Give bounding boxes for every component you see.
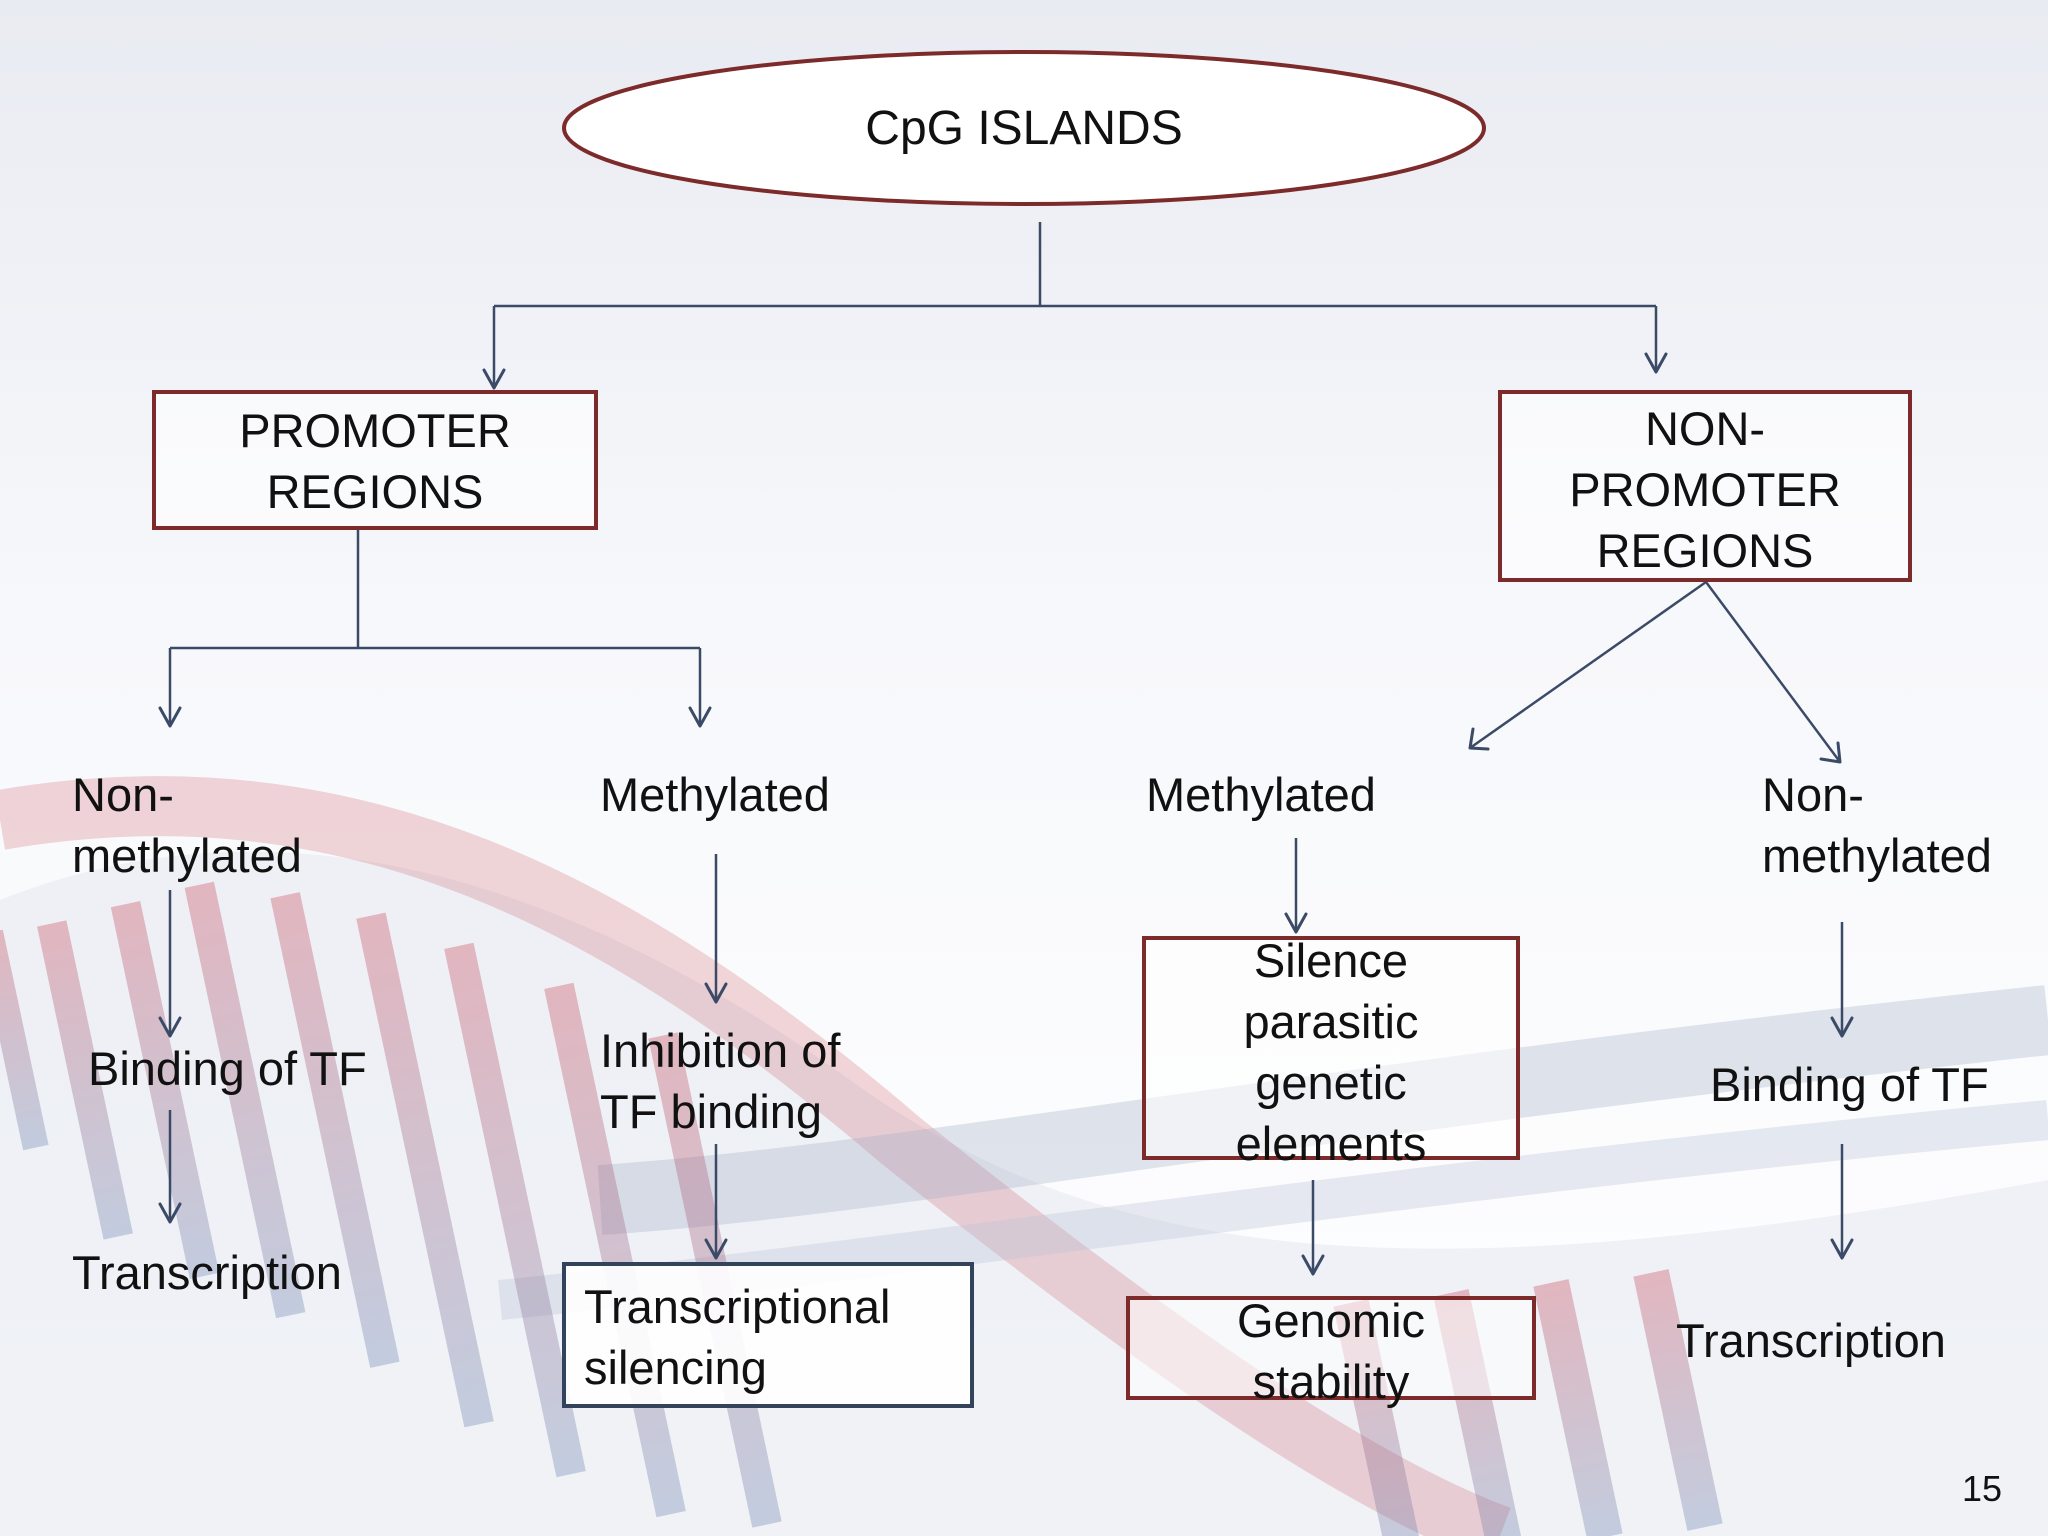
silence-parasitic-text: Silence parasitic genetic elements: [1142, 930, 1520, 1174]
transcriptional-silencing-text: Transcriptional silencing: [584, 1276, 891, 1398]
silencing-line1: Transcriptional: [584, 1280, 891, 1333]
non-promoter-title-line1: NON-: [1644, 402, 1766, 455]
genomic-line2: stability: [1252, 1355, 1410, 1408]
right-non-methylated-label: Non- methylated: [1762, 764, 1992, 886]
arrowhead-left-m-2: [704, 982, 728, 1004]
silence-line3: genetic: [1255, 1056, 1407, 1109]
non-promoter-regions-title: NON- PROMOTER REGIONS: [1498, 398, 1912, 581]
left-nm-line1: Non-: [72, 768, 174, 821]
arrowhead-right-m-3: [1301, 1254, 1325, 1276]
arrowhead-right-nm-3: [1830, 1238, 1854, 1260]
silence-line2: parasitic: [1243, 995, 1419, 1048]
promoter-regions-title: PROMOTER REGIONS: [152, 400, 598, 522]
arrowhead-right-nm-2: [1830, 1016, 1854, 1038]
inhibition-line2: TF binding: [600, 1085, 823, 1138]
arrowhead-left-nm: [158, 706, 182, 728]
silence-line1: Silence: [1253, 934, 1409, 987]
right-methylated-label: Methylated: [1146, 768, 1376, 821]
right-nm-line2: methylated: [1762, 829, 1992, 882]
inhibition-of-tf-binding: Inhibition of TF binding: [600, 1020, 840, 1142]
connector-nonpromoter-left: [1469, 580, 1707, 750]
arrowhead-right-nm: [1819, 741, 1842, 764]
arrowhead-left-m: [688, 706, 712, 728]
arrowhead-right-m: [1468, 727, 1490, 751]
right-nm-line1: Non-: [1762, 768, 1864, 821]
left-nm-line2: methylated: [72, 829, 302, 882]
promoter-regions-box: [152, 390, 598, 530]
arrowhead-nonpromoter: [1644, 352, 1668, 374]
arrowhead-left-nm-3: [158, 1202, 182, 1224]
connector-nonpromoter-right: [1704, 581, 1842, 763]
left-binding-of-tf: Binding of TF: [88, 1042, 367, 1095]
arrowhead-left-nm-2: [158, 1016, 182, 1038]
silencing-line2: silencing: [584, 1341, 767, 1394]
silence-parasitic-box: [1142, 936, 1520, 1160]
non-promoter-regions-box: [1498, 390, 1912, 582]
non-promoter-title-line2: PROMOTER: [1569, 463, 1841, 516]
arrowhead-right-m-2: [1284, 912, 1308, 934]
genomic-stability-text: Genomic stability: [1126, 1290, 1536, 1412]
arrowhead-left-m-3: [704, 1238, 728, 1260]
inhibition-line1: Inhibition of: [600, 1024, 841, 1077]
promoter-title-line2: REGIONS: [266, 465, 484, 518]
non-promoter-title-line3: REGIONS: [1596, 524, 1814, 577]
right-transcription: Transcription: [1676, 1314, 1946, 1367]
left-methylated-label: Methylated: [600, 768, 830, 821]
root-label: CpG ISLANDS: [865, 102, 1183, 155]
slide-number: 15: [1961, 1468, 2002, 1509]
promoter-title-line1: PROMOTER: [239, 404, 511, 457]
root-ellipse: [562, 50, 1486, 206]
genomic-line1: Genomic: [1236, 1294, 1426, 1347]
genomic-stability-box: [1126, 1296, 1536, 1400]
left-transcription: Transcription: [72, 1246, 342, 1299]
silence-line4: elements: [1235, 1117, 1427, 1170]
transcriptional-silencing-box: [562, 1262, 974, 1408]
left-non-methylated-label: Non- methylated: [72, 764, 302, 886]
arrowhead-promoter: [482, 368, 506, 390]
right-binding-of-tf: Binding of TF: [1710, 1058, 1989, 1111]
